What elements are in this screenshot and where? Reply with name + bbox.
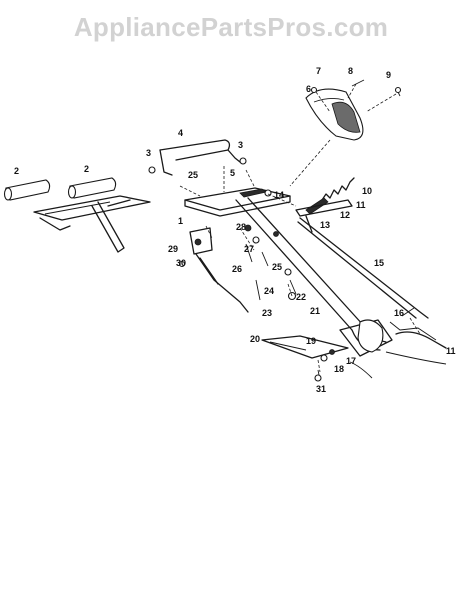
callout-24: 24 <box>264 286 274 296</box>
callout-3b: 3 <box>238 140 243 150</box>
upper-handle-left <box>33 195 151 253</box>
callout-numbers: 2 2 3 3 4 25 5 7 8 9 6 10 11 12 13 14 15… <box>14 66 456 394</box>
callout-12: 12 <box>340 210 350 220</box>
control-housing <box>305 79 402 141</box>
control-lever <box>295 199 353 233</box>
bail-handle <box>148 139 247 176</box>
callout-18: 18 <box>334 364 344 374</box>
callout-25b: 25 <box>272 262 282 272</box>
callout-19: 19 <box>306 336 316 346</box>
handle-grips <box>3 177 117 201</box>
callout-28: 28 <box>236 222 246 232</box>
callout-5: 5 <box>230 168 235 178</box>
lower-bracket <box>314 307 447 382</box>
callout-31: 31 <box>316 384 326 394</box>
callout-29: 29 <box>168 244 178 254</box>
callout-10: 10 <box>362 186 372 196</box>
callout-30: 30 <box>176 258 186 268</box>
callout-22: 22 <box>296 292 306 302</box>
foot-pedal <box>261 335 349 359</box>
callout-11b: 11 <box>446 346 456 356</box>
callout-11a: 11 <box>356 200 366 210</box>
callout-6: 6 <box>306 84 311 94</box>
callout-16: 16 <box>394 308 404 318</box>
callout-2b: 2 <box>84 164 89 174</box>
callout-13: 13 <box>320 220 330 230</box>
callout-7: 7 <box>316 66 321 76</box>
callout-20: 20 <box>250 334 260 344</box>
callout-14: 14 <box>274 190 284 200</box>
callout-21: 21 <box>310 306 320 316</box>
callout-1: 1 <box>178 216 183 226</box>
lower-left-mount <box>178 227 249 313</box>
callout-2a: 2 <box>14 166 19 176</box>
callout-8: 8 <box>348 66 353 76</box>
callout-26: 26 <box>232 264 242 274</box>
watermark-text: AppliancePartsPros.com <box>73 12 389 42</box>
callout-4: 4 <box>178 128 183 138</box>
spring <box>305 177 355 215</box>
callout-27: 27 <box>244 244 254 254</box>
callout-15: 15 <box>374 258 384 268</box>
small-hardware <box>244 224 297 301</box>
callout-25a: 25 <box>188 170 198 180</box>
callout-3a: 3 <box>146 148 151 158</box>
callout-9: 9 <box>386 70 391 80</box>
callout-17: 17 <box>346 356 356 366</box>
callout-23: 23 <box>262 308 272 318</box>
control-rod <box>297 217 429 319</box>
guide-lines <box>179 83 421 373</box>
